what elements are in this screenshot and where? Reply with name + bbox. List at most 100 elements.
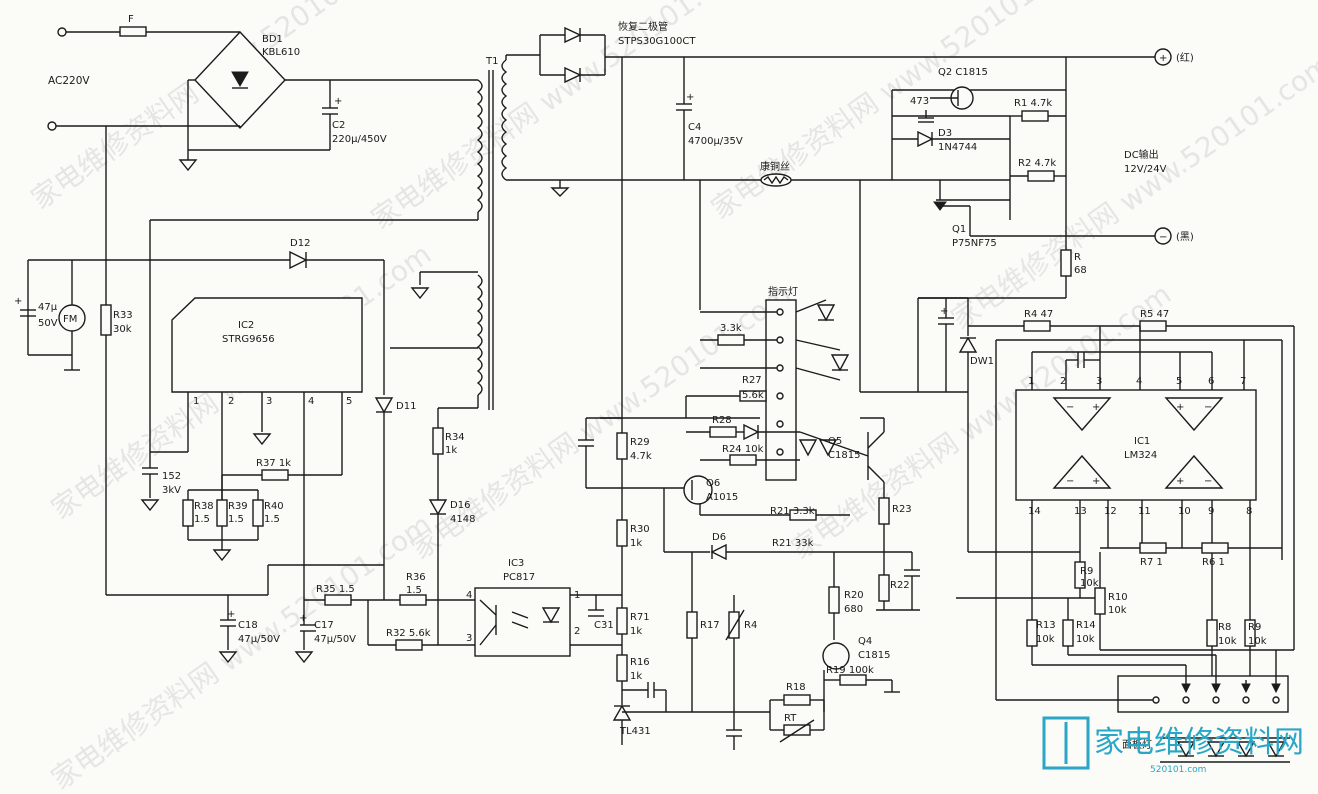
logo-mark-icon [1042, 716, 1090, 770]
svg-text:+: + [686, 92, 694, 103]
svg-text:−: − [1204, 402, 1212, 413]
svg-text:C4: C4 [688, 122, 701, 133]
svg-text:1.5: 1.5 [194, 514, 210, 525]
r20-resistor [828, 586, 840, 614]
ground-icon [294, 651, 314, 664]
q6-transistor [683, 475, 713, 505]
opamp-4 [1164, 454, 1224, 489]
svg-text:R10: R10 [1108, 592, 1128, 603]
svg-text:10k: 10k [1080, 578, 1099, 589]
r6-resistor [1201, 542, 1229, 554]
svg-text:D3: D3 [938, 128, 952, 139]
svg-text:+: + [1176, 476, 1184, 487]
svg-text:D6: D6 [712, 532, 726, 543]
svg-text:4: 4 [308, 396, 314, 407]
svg-text:2: 2 [574, 626, 580, 637]
ic1-section: + DW1 R4 47 R5 47 IC1 LM324 1 2 3 4 5 6 … [917, 297, 1295, 763]
feedback-section: 指示灯 3.3k R27 5.6k R29 4.7k [578, 57, 968, 750]
svg-text:+: + [14, 296, 22, 307]
fm-label: FM [63, 314, 77, 325]
r33-resistor [100, 304, 112, 336]
ground-icon [178, 159, 198, 172]
svg-text:4: 4 [466, 590, 472, 601]
svg-text:−: − [1204, 476, 1212, 487]
opamp-3 [1052, 454, 1112, 489]
svg-text:R40: R40 [264, 501, 284, 512]
r10-resistor [1094, 587, 1106, 615]
r34-resistor [432, 427, 444, 455]
svg-text:康铜丝: 康铜丝 [760, 160, 790, 173]
r16-resistor [616, 654, 628, 682]
r37-label: R37 1k [256, 458, 291, 469]
svg-text:1.5: 1.5 [406, 585, 422, 596]
svg-text:+: + [1176, 402, 1184, 413]
ground-icon [140, 499, 160, 512]
svg-text:1N4744: 1N4744 [938, 142, 977, 153]
svg-text:1: 1 [1028, 376, 1034, 387]
svg-text:R22: R22 [890, 580, 910, 591]
svg-text:R28: R28 [712, 415, 732, 426]
svg-text:R32 5.6k: R32 5.6k [386, 628, 431, 639]
ic2-label: IC2 [238, 320, 254, 331]
ac-terminal [57, 27, 67, 37]
svg-text:IC1: IC1 [1134, 436, 1150, 447]
t1-label: T1 [485, 56, 498, 67]
panel-led-icon [1236, 741, 1256, 758]
bridge-diode-icon [231, 71, 249, 88]
r-3-3k-resistor [717, 334, 745, 346]
svg-text:+: + [227, 609, 235, 620]
svg-text:DW1: DW1 [970, 356, 994, 367]
q1-body-diode [933, 201, 947, 211]
svg-text:+: + [1159, 53, 1167, 64]
svg-text:RT: RT [784, 713, 797, 724]
svg-text:10k: 10k [1248, 636, 1267, 647]
svg-text:R2 4.7k: R2 4.7k [1018, 158, 1056, 169]
svg-text:R71: R71 [630, 612, 650, 623]
svg-text:+: + [1092, 476, 1100, 487]
d12-label: D12 [290, 238, 310, 249]
svg-text:47μ/50V: 47μ/50V [238, 634, 280, 645]
r29-resistor [616, 432, 628, 460]
svg-text:R21 33k: R21 33k [772, 538, 814, 549]
r14-resistor [1062, 619, 1074, 647]
r30-resistor [616, 519, 628, 547]
svg-text:R9: R9 [1248, 622, 1261, 633]
c47-volt: 50V [38, 318, 58, 329]
svg-text:1k: 1k [630, 626, 642, 637]
indicator-led-icon [798, 439, 818, 457]
r2-resistor [1027, 170, 1055, 182]
r23-resistor [878, 497, 890, 525]
svg-text:10k: 10k [1076, 634, 1095, 645]
svg-text:C1815: C1815 [828, 450, 860, 461]
bd1-label: BD1 [262, 34, 283, 45]
ac-input-label: AC220V [48, 75, 90, 87]
svg-text:R14: R14 [1076, 620, 1096, 631]
d3-zener [917, 130, 934, 148]
svg-text:R30: R30 [630, 524, 650, 535]
ground-icon [218, 651, 238, 664]
svg-text:47μ/50V: 47μ/50V [314, 634, 356, 645]
d12-diode [289, 250, 308, 270]
d11-label: D11 [396, 401, 416, 412]
svg-text:R20: R20 [844, 590, 864, 601]
indicator-led-icon [816, 304, 836, 322]
svg-text:11: 11 [1138, 506, 1151, 517]
site-logo: 家电维修资料网 520101.com [1042, 716, 1304, 775]
svg-text:+: + [1092, 402, 1100, 413]
svg-text:R19 100k: R19 100k [826, 665, 874, 676]
ground-icon [550, 187, 570, 197]
svg-text:Q6: Q6 [706, 478, 720, 489]
logo-url: 520101.com [1150, 765, 1206, 775]
recovery-diode-a [564, 26, 582, 44]
svg-text:R9: R9 [1080, 566, 1093, 577]
svg-text:R8: R8 [1218, 622, 1231, 633]
svg-text:IC3: IC3 [508, 558, 524, 569]
r24-resistor [729, 454, 757, 466]
svg-text:R23: R23 [892, 504, 912, 515]
primary-control: + 47μ 50V FM R33 30k D12 IC2 STRG9656 1 … [14, 126, 475, 664]
r37-resistor [261, 469, 289, 481]
ground-icon [410, 287, 430, 300]
ic2-part: STRG9656 [222, 334, 275, 345]
ac-input-section: AC220V F BD1 KBL610 + C2 220μ/450V [47, 14, 478, 172]
output-positive-terminal [1154, 48, 1172, 66]
